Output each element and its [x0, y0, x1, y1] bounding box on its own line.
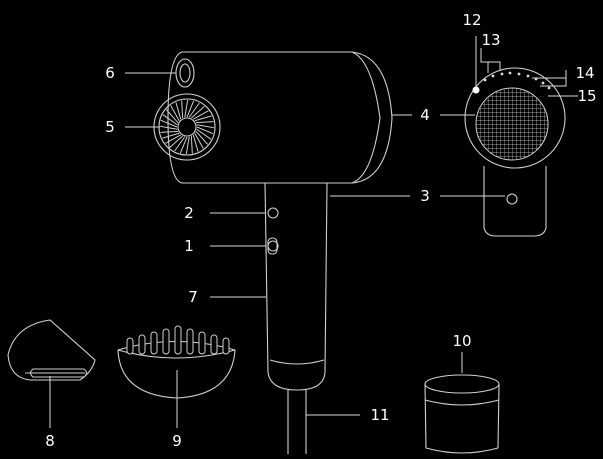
fan-blade — [186, 100, 195, 118]
fan-blade — [194, 115, 212, 122]
diffuser-pin — [126, 337, 134, 355]
dryer-handle — [264, 182, 328, 391]
label-8: 8 — [45, 432, 55, 450]
label-3: 3 — [420, 187, 430, 205]
outlet-mesh — [475, 87, 549, 161]
fan-blade — [196, 124, 215, 129]
label-9: 9 — [172, 432, 182, 450]
diffuser-pin — [138, 334, 146, 355]
indicator-light — [506, 193, 518, 205]
fan-blade — [195, 131, 209, 145]
diffuser-pin — [174, 325, 182, 355]
concentrator-nozzle — [7, 319, 96, 381]
power-cord — [287, 390, 307, 454]
label-10: 10 — [452, 332, 471, 350]
fan-blade — [160, 119, 178, 128]
fan-blade — [170, 105, 180, 122]
fan-blade — [165, 134, 182, 144]
fan-blade — [165, 109, 179, 123]
label-7: 7 — [188, 288, 198, 306]
fan-blade — [174, 136, 186, 152]
diffuser-pin — [210, 334, 218, 355]
rear-view — [464, 67, 566, 237]
fan-blade — [195, 121, 214, 124]
label-12: 12 — [462, 11, 481, 29]
diffuser-pin — [186, 328, 194, 355]
label-14: 14 — [575, 64, 594, 82]
label-13: 13 — [481, 31, 500, 49]
diffuser-pin — [222, 337, 230, 355]
fan-blade — [192, 134, 199, 152]
fan-blade — [196, 128, 212, 140]
button-2 — [267, 207, 279, 219]
diffuser — [117, 325, 236, 399]
rear-dot-12 — [472, 86, 480, 94]
fan-blade — [192, 110, 209, 120]
storage-container — [424, 374, 500, 454]
switch-1-base — [267, 237, 278, 255]
label-4: 4 — [420, 106, 430, 124]
fan-blade — [179, 136, 188, 154]
label-2: 2 — [184, 204, 194, 222]
diffuser-pin — [150, 331, 158, 355]
fan-blade — [181, 100, 184, 119]
label-11: 11 — [370, 406, 389, 424]
fan-blade — [185, 136, 190, 155]
label-5: 5 — [105, 118, 115, 136]
fan-blade — [190, 135, 193, 154]
fan-blade — [159, 125, 178, 130]
air-inlet-fan — [153, 93, 221, 161]
fan-blade — [175, 102, 182, 120]
fan-blade — [160, 130, 179, 133]
fan-blade — [162, 132, 180, 139]
indicator-dots — [483, 71, 551, 90]
brand-oval — [175, 58, 195, 88]
label-1: 1 — [184, 237, 194, 255]
diffuser-pin — [198, 331, 206, 355]
label-6: 6 — [105, 64, 115, 82]
fan-blade — [196, 126, 214, 135]
fan-blade — [194, 132, 204, 149]
diffuser-pin — [162, 328, 170, 355]
fan-blade — [169, 135, 183, 149]
label-15: 15 — [577, 87, 596, 105]
fan-blade — [162, 114, 178, 126]
fan-blade — [191, 105, 205, 119]
dryer-body — [167, 51, 393, 184]
fan-blade — [184, 99, 189, 118]
fan-blade — [188, 102, 200, 118]
leader-lines — [49, 36, 578, 428]
